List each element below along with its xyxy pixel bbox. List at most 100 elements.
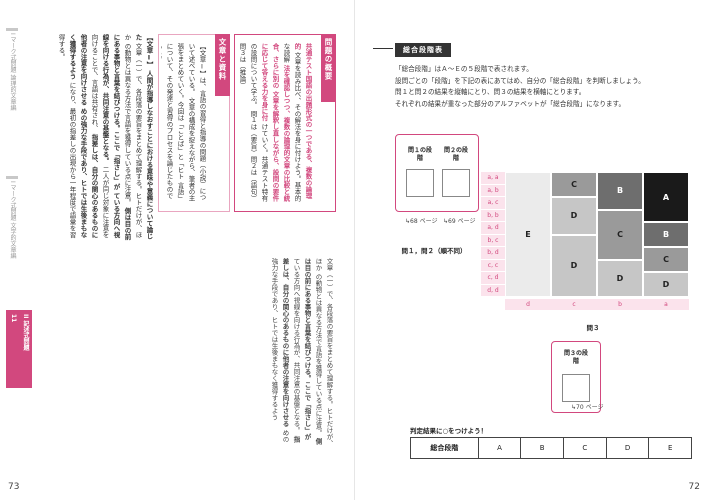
grid-cell-level-d: D (551, 197, 597, 235)
q2-page-ref-text: 69 ページ (448, 218, 476, 225)
left-body-text-lower: 文章（一）で、各段落の要旨をまとめて理解する。ヒトだけが、ほか の動物とは異なる… (44, 258, 334, 448)
grid-cell-level-d: D (551, 234, 597, 297)
body-line: ている方向へ視線を向ける行為が、共同注意の基盤となる。 (292, 258, 300, 434)
side-tab-number: 11 (10, 314, 17, 323)
result-option-e[interactable]: E (648, 438, 691, 458)
q1-input-box[interactable] (406, 169, 434, 197)
body-line: 文章（一）で、各段落の要旨をまとめて理解する。ヒトだけが、ほか (314, 258, 333, 447)
grid-cell-level-b: B (643, 222, 689, 247)
material-box-text: 【文章Ⅰ】は、言語の習得と指導の問題（小説）について述べている。 文章の構成を捉… (161, 43, 207, 205)
material-line: 言語」について、その発達と習得のプロセスを論じたものである。 (161, 43, 184, 202)
body-line: めの強力な手段であり、ヒトでは生後まもなく獲得するよう (270, 258, 289, 443)
outline-line: 法を確認しつつ、複数の論理的文章の比較と統合、さらに別の (271, 43, 290, 202)
arrow-icon: ↳ (405, 218, 411, 225)
side-tab-written-label: II 記述式問題 (22, 314, 29, 351)
body-line: ている方向へ視線を向ける行為が、共同注意の基盤となる。 (101, 34, 120, 238)
intro-line: 「総合段階」はＡ〜Ｅの５段階で表されます。 (395, 65, 533, 73)
right-page: 総合段階表 「総合段階」はＡ〜Ｅの５段階で表されます。 設問ごとの「段階」を下記… (355, 0, 710, 500)
gutter (354, 0, 355, 500)
outline-box: 問題の概要 共通テスト国語の出題形式の一つである、複数の論理的 文章を読み比べ、… (234, 34, 336, 212)
arrow-icon: ↳ (571, 404, 577, 411)
q2-input-box[interactable] (442, 169, 470, 197)
outline-line: 問１は（要旨）問２は（語句）問３は（推論） (238, 43, 257, 202)
body-line: になり、最初の指差しの出現から一年程度で語彙を習得する。 (57, 34, 76, 238)
judge-label: 判定結果に○をつけよう！ (410, 427, 488, 435)
grid-cell-level-a: A (643, 172, 689, 222)
side-tab-literary: I マーク式問題 文学的文章編 (6, 176, 18, 296)
grid-cell-level-e: E (505, 172, 551, 297)
body-line: の動物とは異なる方法で言語を獲得している点に注意。 (123, 42, 131, 206)
q2-label: 問２の段階 (443, 147, 468, 162)
row-label: b, c (481, 234, 505, 247)
material-box-title: 文章と資料 (215, 34, 230, 96)
outline-box-text: 共通テスト国語の出題形式の一つである、複数の論理的 文章を読み比べ、その解法を身… (237, 43, 313, 205)
material-line: 【文章Ⅰ】は、言語の習得と指導の問題（小説）について述べている。 (187, 43, 206, 201)
grid-cell-level-b: B (597, 172, 643, 210)
q3-label: 問３の段階 (563, 350, 588, 365)
axis-label-vertical: 問１，問２（順不同） (395, 246, 473, 256)
intro-text: 「総合段階」はＡ〜Ｅの５段階で表されます。 設問ごとの「段階」を下記の表にあては… (395, 64, 695, 110)
result-option-b[interactable]: B (520, 438, 563, 458)
q3-input-box[interactable] (562, 374, 590, 402)
left-page: I マーク式問題 論理的文章編 I マーク式問題 文学的文章編 II 記述式問題… (6, 28, 336, 492)
axis-label-horizontal: 問３ (573, 322, 613, 332)
column-label: a (643, 299, 689, 310)
q3-page-ref: ↳70 ページ (571, 402, 603, 411)
row-label: c, c (481, 259, 505, 272)
material-box: 文章と資料 【文章Ⅰ】は、言語の習得と指導の問題（小説）について述べている。 文… (158, 34, 230, 212)
body-line: 人間が指導しなおすことにおける意味や意義について論じた (134, 34, 153, 240)
outline-line: けていく。共通テスト特有の設問について学ぶ。 (249, 43, 268, 202)
column-label: c (551, 299, 597, 310)
q1-page-ref: ↳68 ページ (405, 216, 437, 225)
outline-line: 共通テスト国語の出題形式の一つである、複数の論理的 (293, 43, 312, 199)
arrow-icon: ↳ (443, 218, 449, 225)
side-tabs: I マーク式問題 論理的文章編 I マーク式問題 文学的文章編 II 記述式問題… (6, 28, 32, 388)
intro-line: 問１と問２の結果を縦軸にとり、問３の結果を横軸にとります。 (395, 88, 586, 96)
body-line: めの強力な手段であり、ヒトでは生後まもなく獲得するよう (68, 34, 87, 238)
grid-cell-level-c: C (643, 247, 689, 272)
intro-line: 設問ごとの「段階」を下記の表にあてはめ、自分の「総合段階」を判断しましょう。 (395, 76, 645, 85)
side-tab-written: II 記述式問題 11 (6, 310, 32, 388)
body-line: 側は目の前にある事物と言葉を結びつける。ここで「指さし」が (303, 258, 322, 445)
q1-page-ref-text: 68 ページ (410, 218, 438, 225)
body-line: 文章（一）で、各段落の要旨をまとめて理解する。ヒトだけが、ほか (123, 34, 142, 238)
q2-page-ref: ↳69 ページ (443, 216, 475, 225)
outline-box-title: 問題の概要 (321, 34, 336, 102)
row-label: b, d (481, 247, 505, 260)
left-body-text: 【文章Ⅰ】 人間が指導しなおすことにおける意味や意義について論じた 文章（一）で… (44, 34, 154, 244)
result-option-a[interactable]: A (477, 438, 521, 458)
column-label: b (597, 299, 643, 310)
axis-label-horizontal-text: 問３ (586, 324, 600, 332)
grid-cell-level-d: D (597, 259, 643, 297)
body-line: 指差しは、自分の関心のあるものに他者の注意を向けさせる (79, 34, 98, 238)
row-label: b, b (481, 209, 505, 222)
axis-label-vertical-text: 問１，問２（順不同） (401, 247, 467, 255)
row-label: a, a (481, 172, 505, 185)
body-line: 側は目の前にある事物と言葉を結びつける。ここで「指さし」が (112, 34, 131, 240)
page-number-left: 73 (8, 482, 20, 492)
q3-page-ref-text: 70 ページ (576, 404, 604, 411)
outline-line: 文章を読み比べ、その解法を身に付けよう。基本的な読解 (282, 43, 301, 202)
outline-line: 文章を解釈し直しながら、設問の要件に応じて答える力を身に付 (260, 43, 279, 202)
body-line: 指差しは、自分の関心のあるものに他者の注意を向けさせる (281, 258, 300, 443)
result-option-c[interactable]: C (563, 438, 606, 458)
row-label: a, b (481, 184, 505, 197)
q3-box: 問３の段階 (551, 341, 601, 413)
material-line: 文章の構成を捉えながら、筆者の主張をまとめていく。今回は「ことば」と「ヒト (176, 43, 195, 202)
row-label: a, c (481, 197, 505, 210)
page-number-right: 72 (688, 482, 700, 492)
column-label: d (505, 299, 551, 310)
q1-label: 問１の段階 (407, 147, 432, 162)
grid-cell-level-c: C (551, 172, 597, 197)
body-line: 【文章Ⅰ】 (145, 34, 153, 68)
result-header: 総合段階 (430, 444, 459, 452)
body-line: の動物とは異なる方法で言語を獲得している点に注意。 (314, 273, 322, 436)
row-label: d, d (481, 284, 505, 297)
result-option-d[interactable]: D (605, 438, 649, 458)
summary-table-title: 総合段階表 (373, 43, 451, 57)
body-line: 二人が同じ対象に注意を向けることで、言語は共有され、 (90, 34, 109, 238)
row-label: a, d (481, 222, 505, 235)
row-label: c, d (481, 272, 505, 285)
grid-cell-level-d: D (643, 272, 689, 297)
